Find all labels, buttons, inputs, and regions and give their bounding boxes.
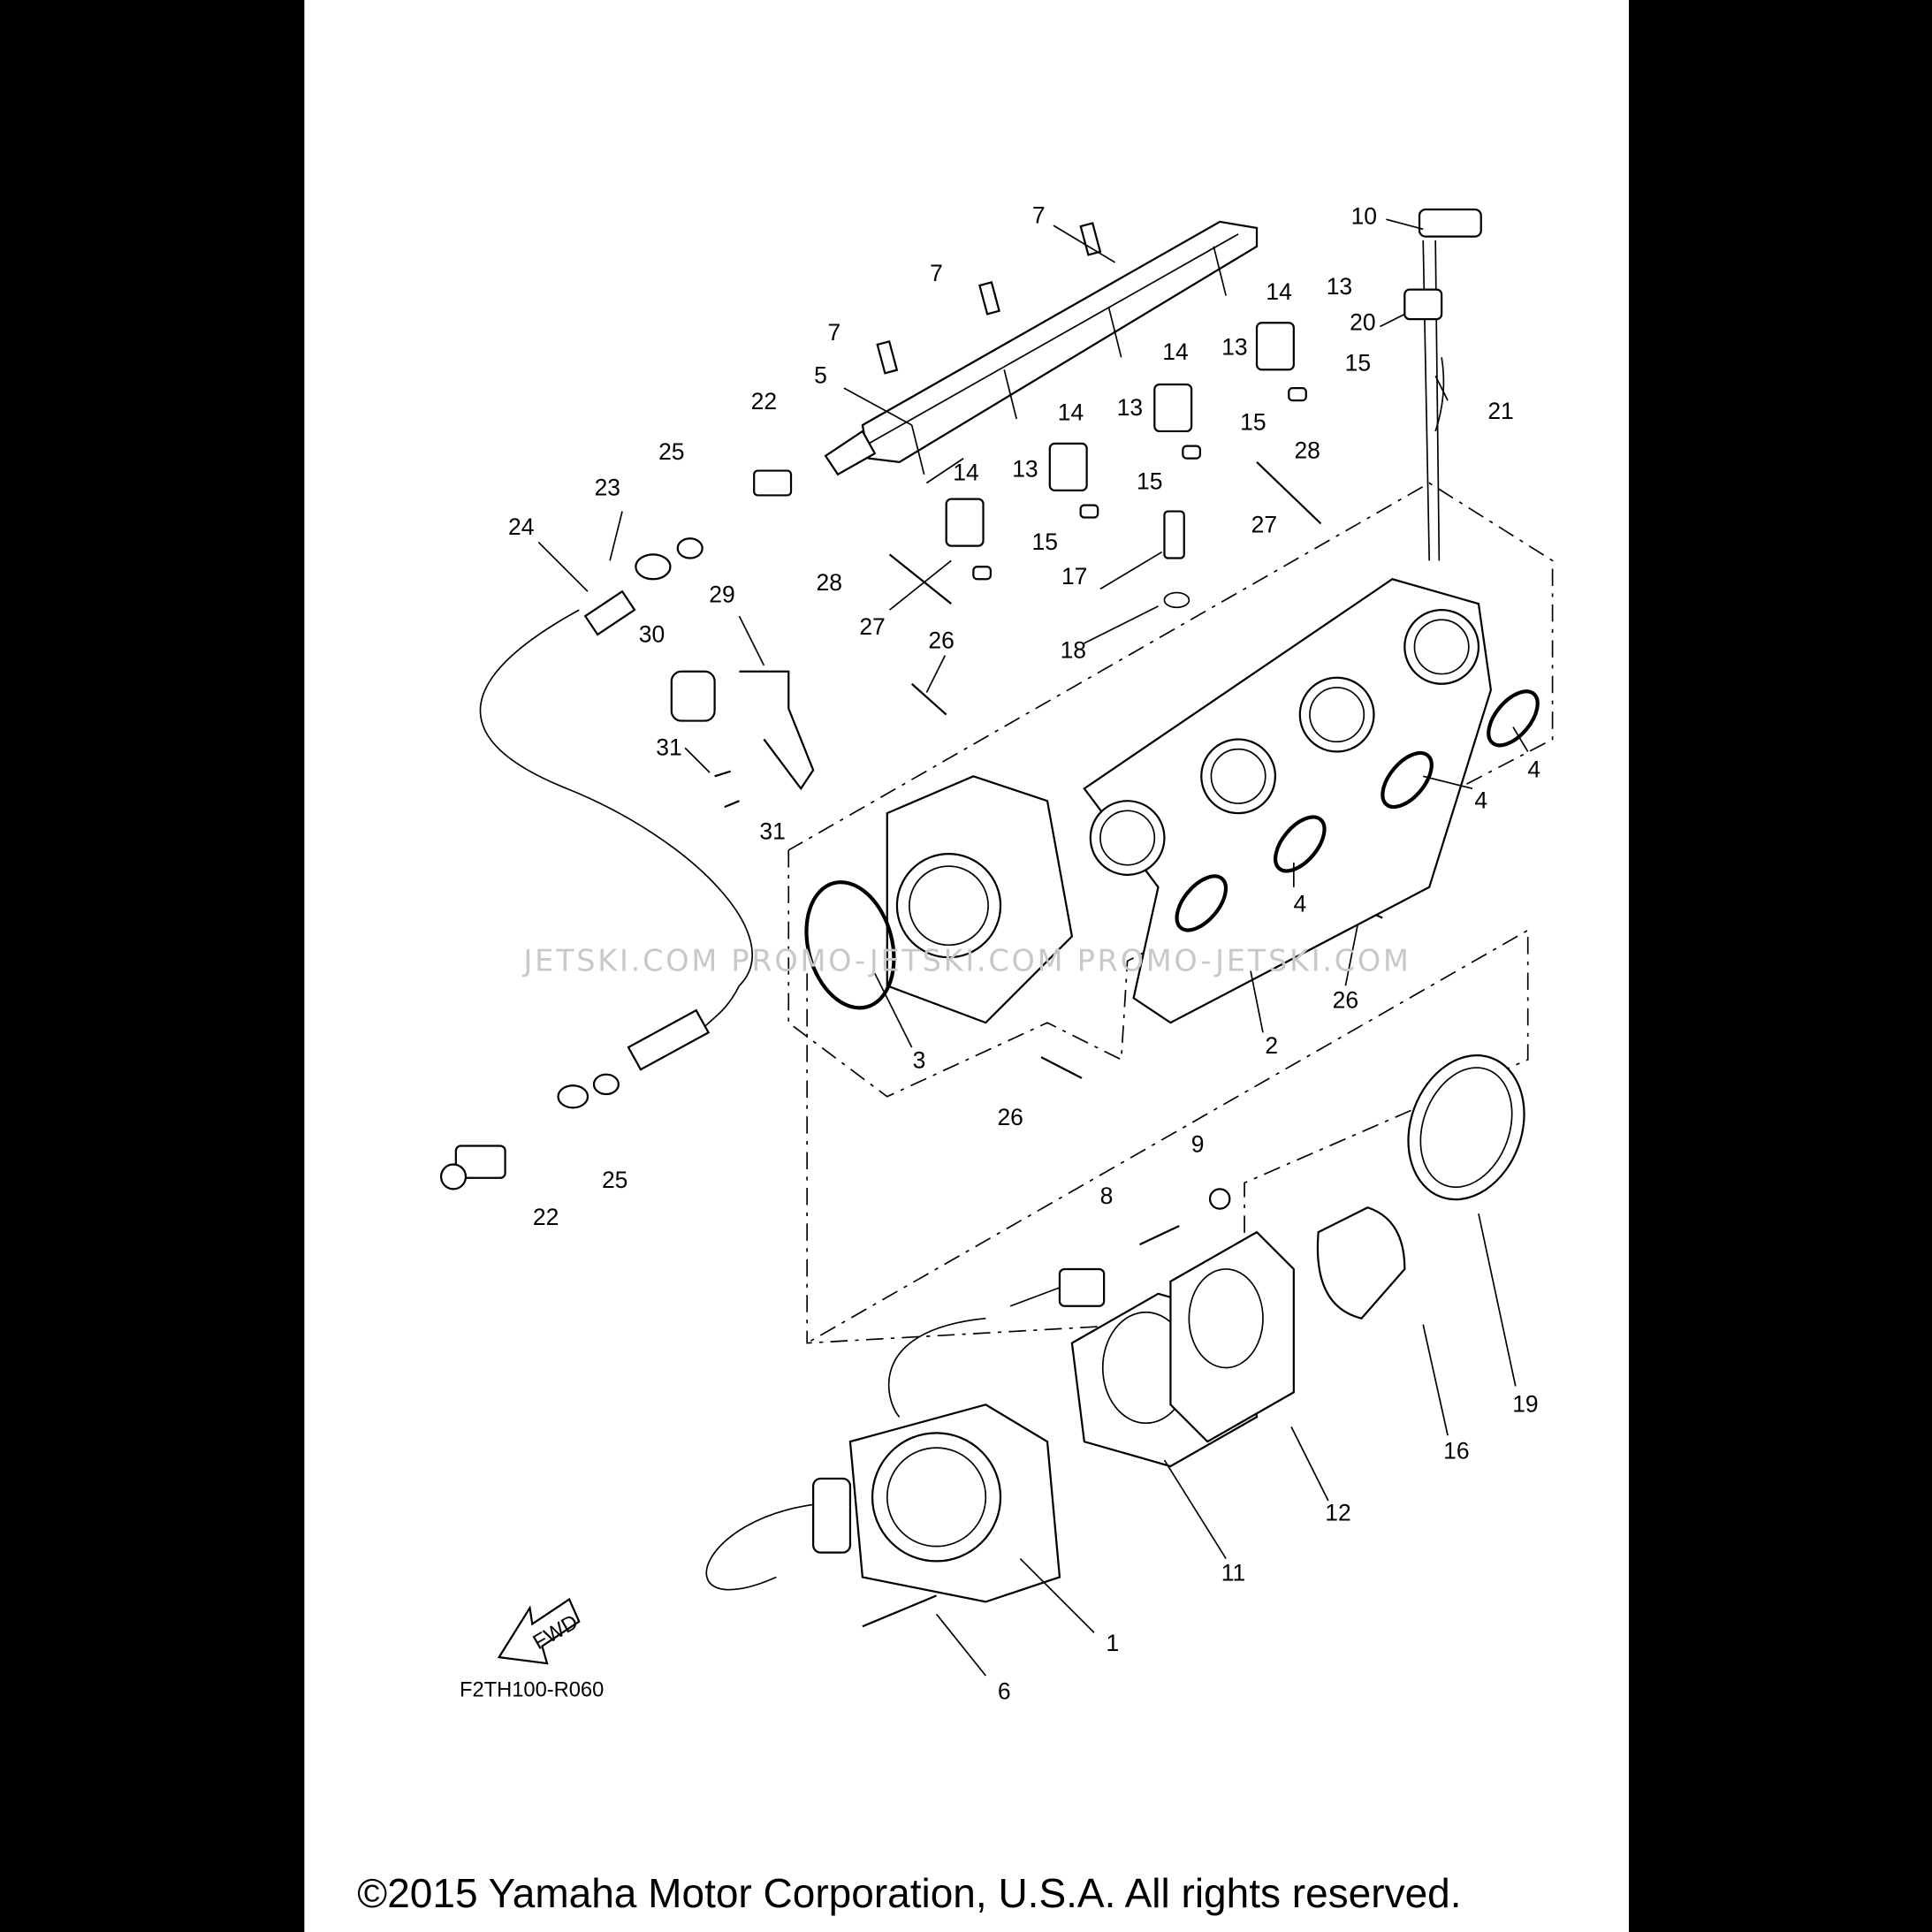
drawing-code: F2TH100-R060 (460, 1679, 604, 1702)
callout-29: 29 (709, 582, 734, 608)
callout-15: 15 (1031, 529, 1057, 555)
left-border (0, 0, 305, 1932)
callout-6: 6 (998, 1678, 1011, 1705)
callout-5: 5 (814, 362, 827, 389)
callout-13: 13 (1221, 334, 1247, 361)
callout-13: 13 (1012, 456, 1038, 483)
right-border (1629, 0, 1932, 1932)
callout-18: 18 (1061, 636, 1086, 663)
callout-3: 3 (913, 1047, 926, 1074)
callout-28: 28 (817, 569, 842, 596)
callout-14: 14 (1266, 278, 1291, 305)
callout-8: 8 (1100, 1183, 1114, 1209)
callout-12: 12 (1325, 1499, 1350, 1525)
callout-25: 25 (658, 438, 684, 465)
callout-26: 26 (997, 1104, 1023, 1130)
callout-7: 7 (1032, 202, 1046, 228)
callout-26: 26 (1333, 986, 1358, 1013)
callout-13: 13 (1327, 273, 1352, 300)
callout-31: 31 (759, 818, 785, 844)
callout-7: 7 (827, 319, 840, 346)
callout-9: 9 (1191, 1131, 1205, 1158)
sensor-harness (439, 469, 815, 1190)
leader-lines (537, 218, 1529, 1677)
callout-27: 27 (859, 613, 885, 640)
callout-22: 22 (751, 388, 777, 415)
callout-4: 4 (1293, 891, 1306, 917)
throttle-body (705, 1054, 1525, 1603)
callout-2: 2 (1265, 1032, 1278, 1059)
callout-15: 15 (1240, 409, 1266, 436)
fuel-rail (824, 220, 1259, 476)
callout-21: 21 (1487, 398, 1513, 424)
callout-15: 15 (1345, 350, 1371, 377)
callout-10: 10 (1351, 203, 1377, 230)
callout-24: 24 (508, 513, 534, 540)
callout-7: 7 (930, 260, 943, 286)
callout-4: 4 (1527, 757, 1540, 783)
callout-15: 15 (1137, 468, 1162, 494)
copyright-notice: ©2015 Yamaha Motor Corporation, U.S.A. A… (357, 1870, 1461, 1916)
callout-19: 19 (1512, 1391, 1538, 1418)
pressure-sensor-and-hose (1403, 208, 1482, 561)
callout-31: 31 (656, 734, 681, 761)
callout-17: 17 (1061, 563, 1087, 589)
fwd-arrow-icon: FWD (497, 1597, 582, 1665)
callout-14: 14 (1058, 399, 1084, 425)
callout-1: 1 (1107, 1630, 1120, 1656)
callout-30: 30 (639, 620, 665, 647)
callout-11: 11 (1221, 1560, 1245, 1586)
intake-manifold (886, 510, 1493, 1024)
callout-13: 13 (1117, 394, 1143, 421)
callout-27: 27 (1251, 511, 1277, 537)
assembly-dash-lines (787, 482, 1554, 1344)
callout-22: 22 (533, 1204, 559, 1230)
callout-4: 4 (1474, 787, 1487, 814)
callout-23: 23 (595, 474, 620, 500)
o-rings (804, 689, 1540, 1010)
callout-20: 20 (1350, 309, 1375, 336)
callout-16: 16 (1443, 1438, 1469, 1464)
callout-26: 26 (928, 627, 954, 653)
bolts (714, 222, 1383, 1628)
watermark: JETSKI.COM PROMO-JETSKI.COM PROMO-JETSKI… (522, 944, 1411, 978)
callout-28: 28 (1294, 437, 1320, 464)
callout-14: 14 (953, 460, 978, 486)
fuel-injectors (945, 322, 1307, 581)
callout-25: 25 (602, 1167, 628, 1193)
callout-14: 14 (1162, 338, 1188, 365)
